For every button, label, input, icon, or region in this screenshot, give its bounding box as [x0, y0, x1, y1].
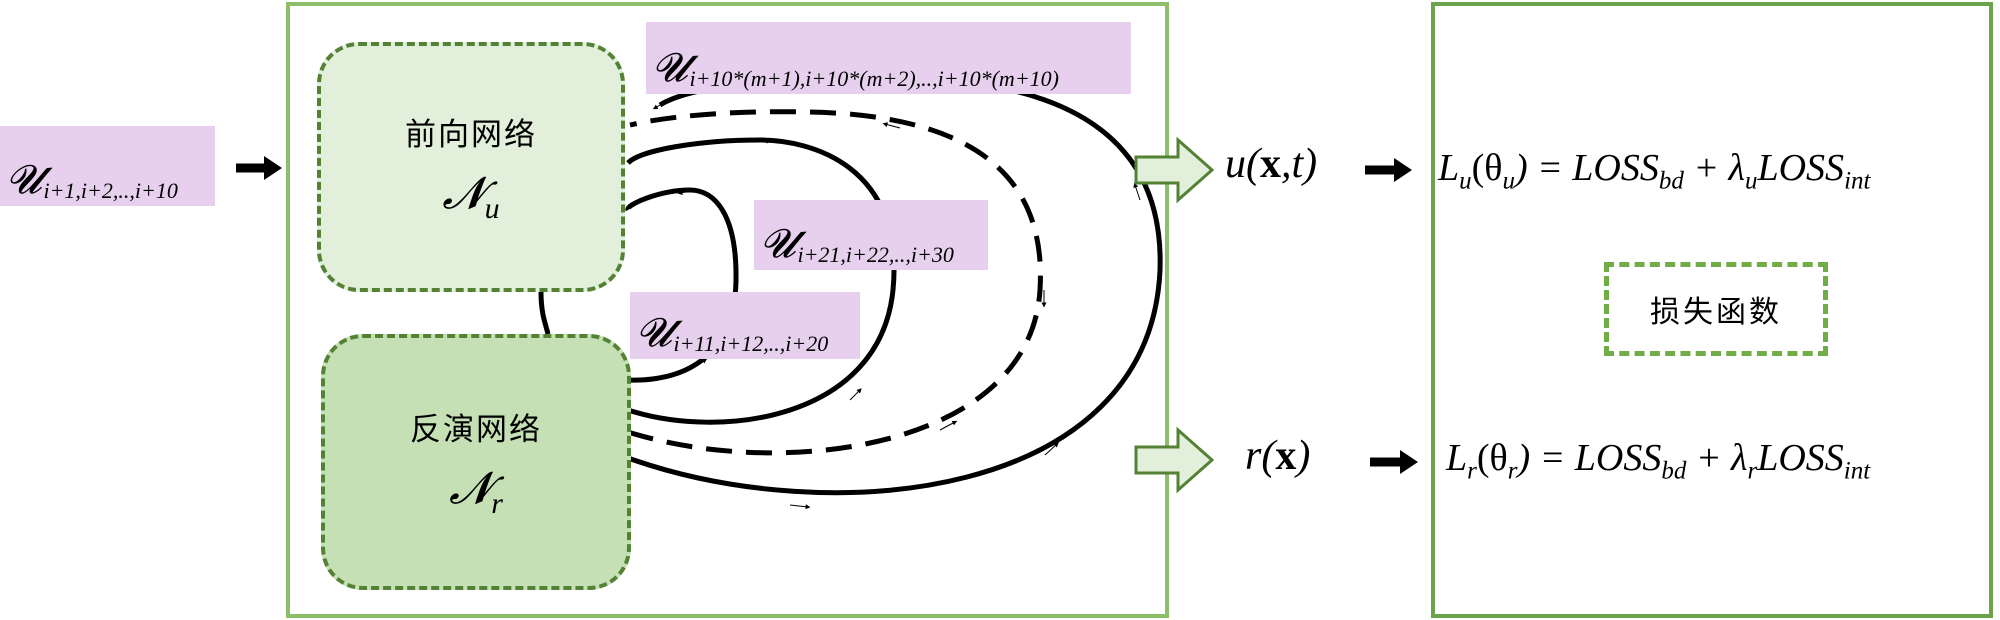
- input-data-tag: 𝓤 i+1,i+2,..,i+10: [0, 126, 215, 206]
- loop-data-tag-inner: 𝓤 i+11,i+12,..,i+20: [630, 292, 860, 359]
- loop-data-symbol: 𝓤: [760, 221, 796, 267]
- loop-arrow-3a: [939, 420, 958, 431]
- loop-arrow-4a: [789, 504, 811, 510]
- loop-arrow-4b: [1044, 442, 1059, 456]
- inverse-network-box: 反演网络 𝓝r: [321, 334, 631, 590]
- loop-arrow-1b: [677, 190, 691, 195]
- forward-network-label: 前向网络: [405, 116, 537, 153]
- forward-network-box: 前向网络 𝓝u: [317, 42, 625, 292]
- loop-arrow-1a: [689, 358, 708, 371]
- inverse-output-label: r(x): [1245, 433, 1311, 479]
- loop-arrow-4d: [652, 101, 666, 110]
- network-connector: [538, 291, 551, 335]
- loss-formula-r: Lr(θr) = LOSSbd + λrLOSSint: [1446, 437, 1871, 485]
- loss-function-label: 损失函数: [1650, 295, 1782, 330]
- forward-block-arrow: [1134, 136, 1215, 204]
- loop-arc-2: [626, 137, 897, 425]
- loop-data-subscript: i+11,i+12,..,i+20: [673, 331, 829, 356]
- loop-arrow-2a: [849, 388, 862, 401]
- loop-arrow-4c: [1133, 182, 1141, 201]
- loss-formula-u: Lu(θu) = LOSSbd + λuLOSSint: [1438, 147, 1871, 195]
- input-data-symbol: 𝓤: [6, 157, 42, 203]
- loop-data-subscript: i+10*(m+1),i+10*(m+2),..,i+10*(m+10): [689, 66, 1059, 91]
- inverse-network-label: 反演网络: [410, 411, 542, 448]
- input-data-subscript: i+1,i+2,..,i+10: [43, 178, 178, 203]
- loop-arrow-3c: [882, 122, 901, 129]
- network-frame: [286, 2, 1169, 618]
- loop-data-tag-middle: 𝓤 i+21,i+22,..,i+30: [754, 200, 988, 270]
- inverse-network-symbol: 𝓝r: [449, 463, 503, 520]
- forward-output-label: u(x,t): [1225, 141, 1318, 187]
- loop-data-symbol: 𝓤: [636, 310, 672, 356]
- loop-arc-1: [625, 187, 739, 383]
- forward-network-symbol: 𝓝u: [442, 168, 500, 225]
- inverse-block-arrow: [1134, 426, 1215, 494]
- loss-frame: [1431, 2, 1993, 618]
- loop-arc-3: [627, 109, 1043, 456]
- loop-data-tag-outer: 𝓤 i+10*(m+1),i+10*(m+2),..,i+10*(m+10): [646, 22, 1131, 94]
- loop-data-subscript: i+21,i+22,..,i+30: [797, 242, 954, 267]
- loop-data-symbol: 𝓤: [652, 45, 688, 91]
- loss-function-box: 损失函数: [1604, 262, 1828, 356]
